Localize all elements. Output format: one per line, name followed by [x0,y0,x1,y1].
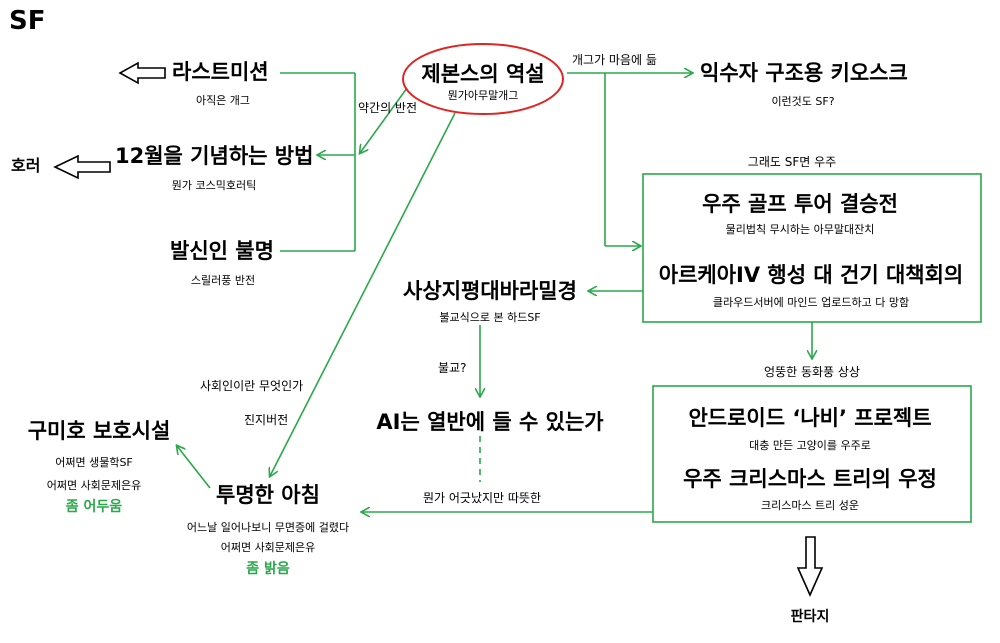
hollow-arrow-last-mission [118,61,166,85]
gumiho-subtitle-1: 어쩌면 생물학SF [55,456,133,469]
android-title: 안드로이드 ‘나비’ 프로젝트 [688,406,932,430]
gumiho-subtitle-2: 어쩌면 사회문제은유 [46,479,142,492]
edge-label-gag-like: 개그가 마음에 듦 [572,53,657,67]
sasang-subtitle: 불교식으로 본 하드SF [439,311,541,324]
paradox-ellipse [402,43,564,115]
morning-subtitle-1: 어느날 일어나보니 무면증에 걸렸다 [186,521,350,534]
morning-title: 투명한 아침 [216,483,320,507]
fantasy-label: 판타지 [790,609,830,625]
edge-label-warm: 뭔가 어긋났지만 따뜻한 [422,491,542,505]
gumiho-mood: 좀 어두움 [65,499,123,515]
edge-morning-to-gumiho [177,446,211,489]
edge-label-fairy-tale: 엉뚱한 동화풍 상상 [764,365,860,379]
morning-mood: 좀 밝음 [246,561,290,577]
ai-nirvana-title: AI는 열반에 들 수 있는가 [376,410,604,434]
arcaea-subtitle: 클라우드서버에 마인드 업로드하고 다 망함 [712,296,910,309]
sasang-title: 사상지평대바라밀경 [403,279,577,303]
android-subtitle: 대충 만든 고양이를 우주로 [749,439,871,452]
android-xmas-box [652,385,972,523]
sender-title: 발신인 불명 [170,239,274,263]
last-mission-subtitle: 아직은 개그 [195,94,251,107]
xmas-title: 우주 크리스마스 트리의 우정 [683,467,937,491]
paradox-subtitle: 뭔가아무말개그 [447,89,519,102]
edge-label-serious: 진지버전 [244,413,289,427]
gumiho-title: 구미호 보호시설 [27,419,171,443]
last-mission-title: 라스트미션 [172,60,269,84]
golf-arcaea-box [642,173,982,323]
kiosk-title: 익수자 구조용 키오스크 [700,61,908,85]
golf-subtitle: 물리법칙 무시하는 아무말대잔치 [725,223,875,236]
page-title: SF [9,6,46,36]
horror-label: 호러 [11,156,41,175]
morning-subtitle-2: 어쩌면 사회문제은유 [220,541,316,554]
edge-paradox-to-morning [270,112,456,476]
edge-label-what-is-human: 사회인이란 무엇인가 [200,379,304,393]
xmas-subtitle: 크리스마스 트리 성운 [760,499,860,512]
edge-paradox-to-bracket [360,87,408,153]
edge-label-space-anyway: 그래도 SF면 우주 [747,155,837,169]
edge-label-slight-twist: 약간의 반전 [358,101,418,115]
december-subtitle: 뭔가 코스믹호러틱 [171,179,257,192]
paradox-title: 제본스의 역설 [421,62,545,86]
arcaea-title: 아르케아IV 행성 대 건기 대책회의 [658,263,964,287]
hollow-arrow-horror [53,154,111,180]
edge-label-buddhism: 불교? [438,361,467,375]
sender-subtitle: 스릴러풍 반전 [190,274,256,287]
december-title: 12월을 기념하는 방법 [115,144,314,168]
kiosk-subtitle: 이런것도 SF? [771,95,835,108]
hollow-arrow-fantasy [796,536,824,597]
golf-title: 우주 골프 투어 결승전 [702,192,898,216]
